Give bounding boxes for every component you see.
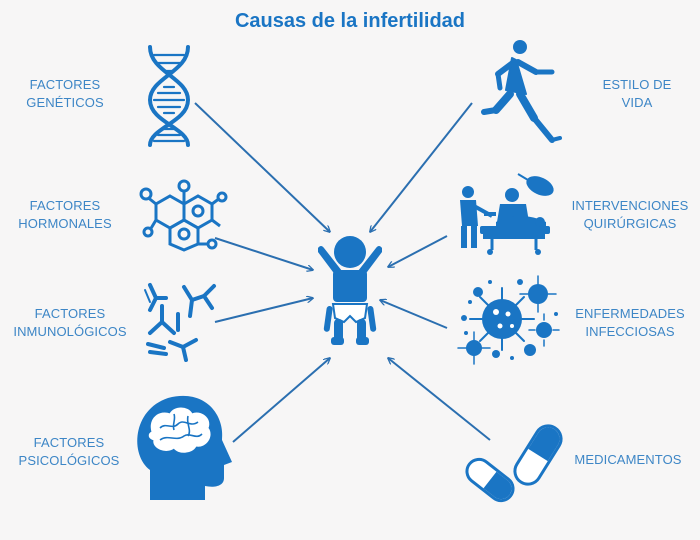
antibodies-icon (144, 283, 216, 362)
label-factores-hormonales: FACTORES HORMONALES (18, 198, 112, 231)
arrow-inmunologicos (214, 298, 313, 323)
arrow-psicologicos (232, 358, 330, 443)
page-title: Causas de la infertilidad (234, 10, 466, 32)
pills-icon (465, 424, 563, 503)
arrow-intervenciones (388, 235, 448, 267)
label-factores-geneticos: FACTORES GENÉTICOS (26, 77, 104, 110)
label-factores-psicologicos: FACTORES PSICOLÓGICOS (18, 435, 120, 468)
label-estilo-de-vida: ESTILO DE VIDA (602, 77, 672, 110)
label-enfermedades-infecciosas: ENFERMEDADES INFECCIOSAS (575, 306, 685, 339)
dna-icon (147, 45, 191, 147)
label-factores-inmunologicos: FACTORES INMUNOLÓGICOS (13, 306, 127, 339)
brain-head-icon (137, 395, 232, 500)
arrow-estilo (370, 102, 473, 232)
virus-icon (457, 275, 560, 365)
surgery-icon (460, 173, 554, 255)
label-intervenciones-quirurgicas: INTERVENCIONES QUIRÚRGICAS (571, 198, 689, 231)
arrow-hormonales (214, 237, 313, 270)
runner-icon (481, 40, 562, 143)
arrow-medicamentos (388, 358, 491, 441)
baby-icon (318, 236, 382, 345)
arrow-geneticos (194, 102, 330, 232)
arrow-enfermedades (380, 300, 448, 329)
label-medicamentos: MEDICAMENTOS (574, 452, 682, 467)
hormone-molecule-icon (139, 179, 228, 252)
